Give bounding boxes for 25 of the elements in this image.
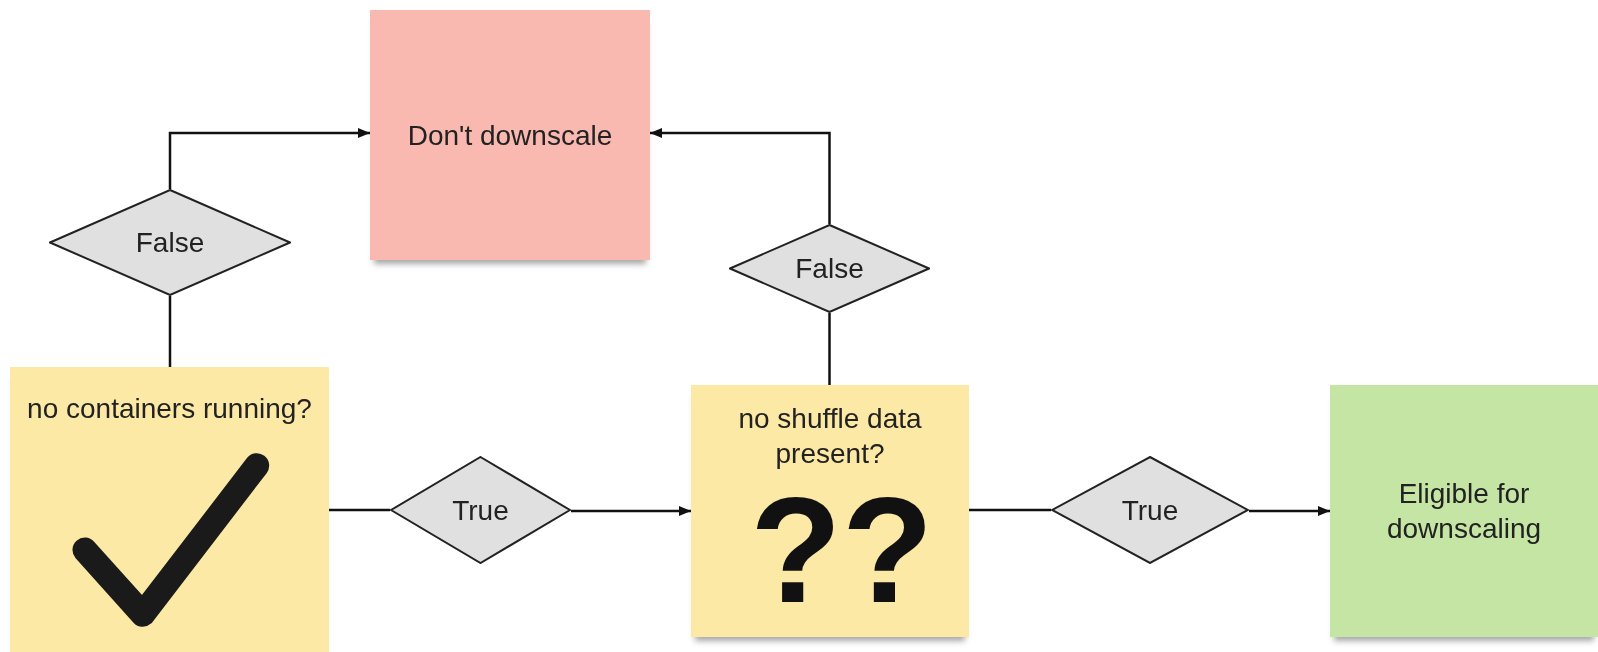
connector-line (168, 296, 172, 367)
arrow (168, 128, 370, 189)
process-box (691, 385, 969, 637)
node-label: True (452, 493, 509, 528)
connector-line (329, 508, 390, 512)
connector-line (969, 508, 1051, 512)
decision-diamond (390, 456, 571, 564)
node-label: no containers running? (27, 392, 312, 426)
arrow (650, 128, 831, 224)
decision-diamond (49, 189, 291, 296)
question-marks: ?? (750, 475, 934, 625)
process-box (10, 367, 329, 652)
node-label: Don't downscale (407, 118, 613, 153)
decision-diamond (729, 224, 930, 313)
arrow (1249, 506, 1330, 516)
node-label: Eligible for downscaling (1385, 477, 1543, 546)
arrow (571, 506, 691, 516)
connector-line (828, 313, 831, 385)
node-label: False (135, 226, 205, 260)
node-label: False (795, 252, 864, 286)
node-label: no shuffle data present? (737, 402, 923, 471)
process-box (370, 10, 650, 260)
decision-diamond (1051, 456, 1249, 564)
process-box (1330, 385, 1598, 637)
node-label: True (1121, 493, 1179, 528)
